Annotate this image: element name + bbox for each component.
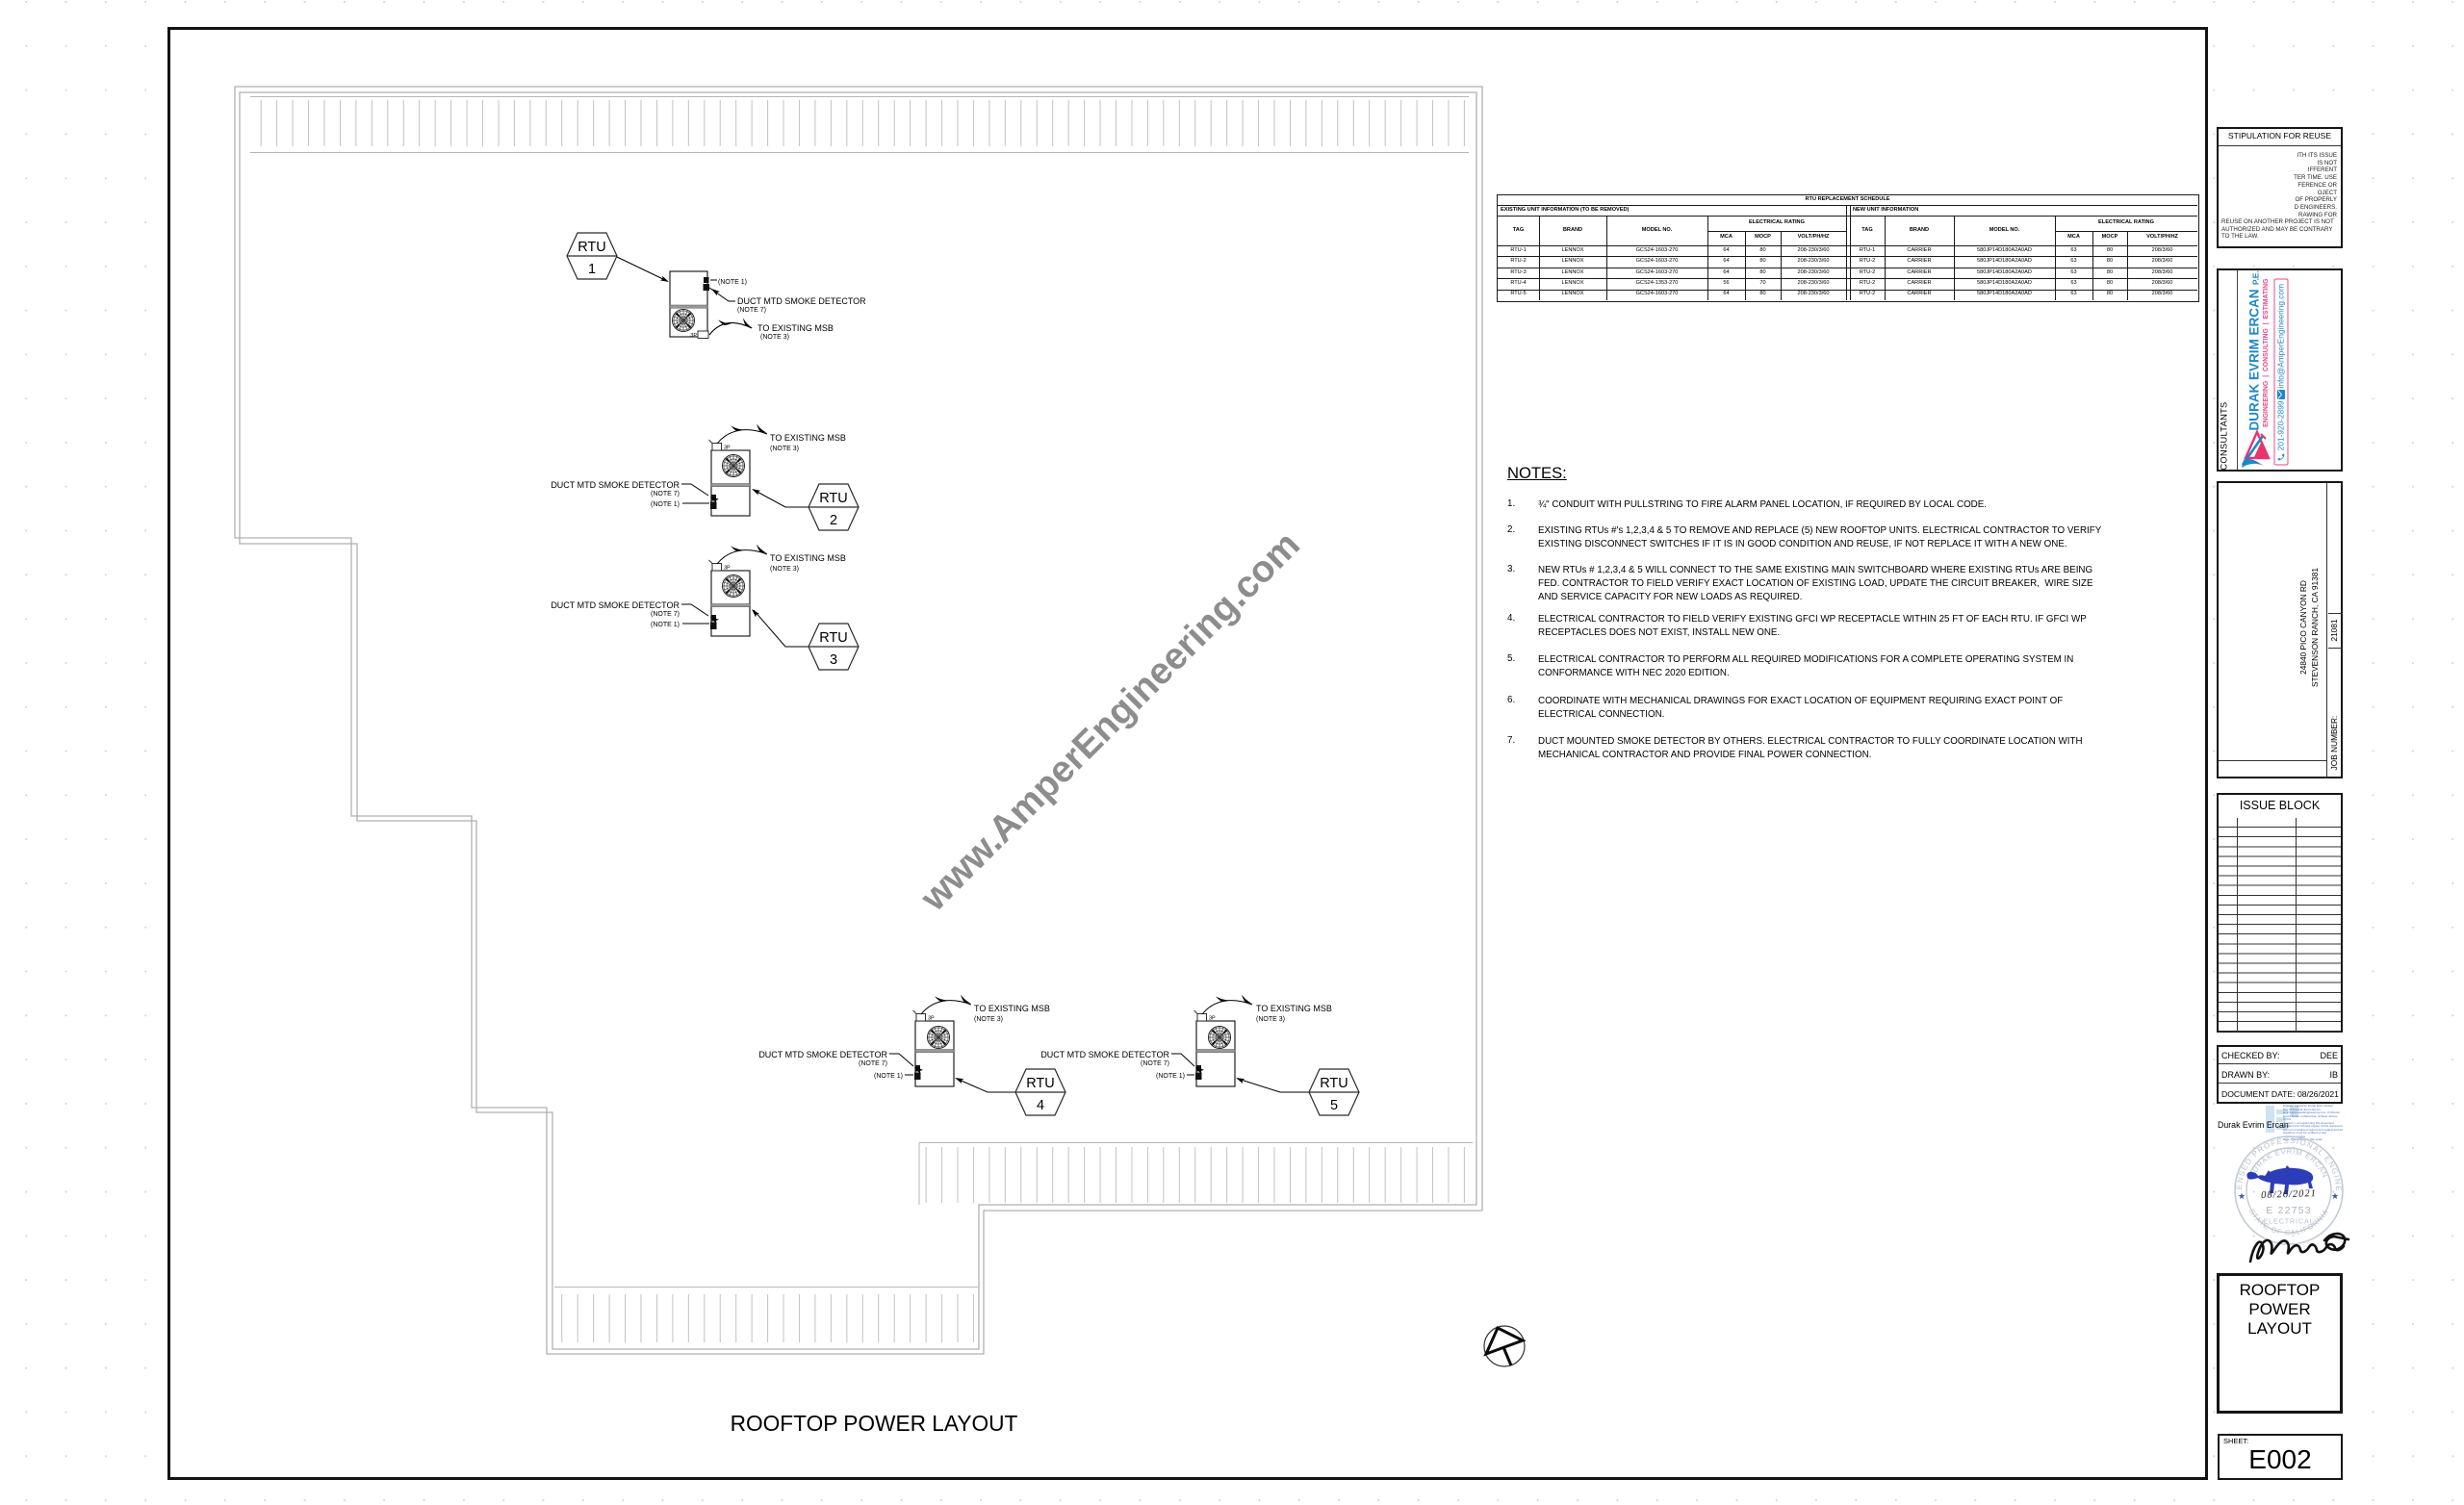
svg-text:(NOTE 7): (NOTE 7) bbox=[651, 491, 680, 497]
svg-text:RTU: RTU bbox=[1026, 1076, 1055, 1091]
svg-text:(NOTE 1): (NOTE 1) bbox=[1156, 1073, 1185, 1080]
svg-text:TO EXISTING MSB: TO EXISTING MSB bbox=[770, 553, 846, 563]
svg-text:TO EXISTING MSB: TO EXISTING MSB bbox=[1256, 1004, 1332, 1013]
svg-text:08/26/2021: 08/26/2021 bbox=[2261, 1188, 2317, 1201]
svg-text:(NOTE 3): (NOTE 3) bbox=[1256, 1016, 1285, 1023]
svg-text:(NOTE 3): (NOTE 3) bbox=[974, 1016, 1003, 1023]
svg-text:2: 2 bbox=[830, 513, 837, 528]
svg-text:DUCT MTD SMOKE DETECTOR: DUCT MTD SMOKE DETECTOR bbox=[737, 296, 866, 306]
svg-text:TO EXISTING MSB: TO EXISTING MSB bbox=[974, 1004, 1050, 1013]
svg-text:(NOTE 1): (NOTE 1) bbox=[651, 501, 680, 508]
svg-text:4: 4 bbox=[1037, 1098, 1044, 1113]
svg-text:3P: 3P bbox=[724, 566, 731, 572]
svg-text:3P: 3P bbox=[724, 446, 731, 451]
svg-text:RTU: RTU bbox=[1320, 1076, 1348, 1091]
svg-text:DUCT MTD SMOKE DETECTOR: DUCT MTD SMOKE DETECTOR bbox=[1040, 1050, 1169, 1059]
svg-text:DUCT MTD SMOKE DETECTOR: DUCT MTD SMOKE DETECTOR bbox=[551, 480, 680, 490]
svg-text:(NOTE 3): (NOTE 3) bbox=[760, 334, 789, 341]
svg-text:(NOTE 7): (NOTE 7) bbox=[1141, 1060, 1169, 1067]
svg-text:TO EXISTING MSB: TO EXISTING MSB bbox=[757, 323, 834, 333]
svg-text:★: ★ bbox=[2331, 1191, 2339, 1201]
svg-text:(NOTE 7): (NOTE 7) bbox=[651, 611, 680, 618]
svg-text:5: 5 bbox=[1330, 1098, 1338, 1113]
svg-text:1: 1 bbox=[588, 262, 596, 277]
svg-text:(NOTE 1): (NOTE 1) bbox=[651, 622, 680, 628]
svg-text:3P: 3P bbox=[928, 1016, 935, 1022]
svg-text:DUCT MTD SMOKE DETECTOR: DUCT MTD SMOKE DETECTOR bbox=[551, 600, 680, 610]
svg-text:3P: 3P bbox=[1209, 1016, 1216, 1022]
svg-text:3P: 3P bbox=[690, 333, 697, 339]
svg-text:★: ★ bbox=[2238, 1191, 2246, 1201]
svg-text:TO EXISTING MSB: TO EXISTING MSB bbox=[770, 433, 846, 443]
svg-text:(NOTE 7): (NOTE 7) bbox=[859, 1060, 887, 1067]
svg-text:RTU: RTU bbox=[819, 630, 848, 646]
svg-text:RTU: RTU bbox=[819, 491, 848, 506]
svg-text:(NOTE 1): (NOTE 1) bbox=[718, 279, 747, 286]
svg-text:E 22753: E 22753 bbox=[2266, 1205, 2312, 1216]
svg-text:3: 3 bbox=[830, 652, 837, 668]
svg-text:RTU: RTU bbox=[578, 240, 606, 255]
svg-text:(NOTE 3): (NOTE 3) bbox=[770, 446, 799, 452]
svg-text:(NOTE 3): (NOTE 3) bbox=[770, 566, 799, 573]
svg-text:(NOTE 7): (NOTE 7) bbox=[737, 307, 766, 314]
svg-text:DUCT MTD SMOKE DETECTOR: DUCT MTD SMOKE DETECTOR bbox=[758, 1050, 887, 1059]
svg-text:ELECTRICAL: ELECTRICAL bbox=[2263, 1219, 2314, 1226]
svg-text:(NOTE 1): (NOTE 1) bbox=[874, 1073, 903, 1080]
